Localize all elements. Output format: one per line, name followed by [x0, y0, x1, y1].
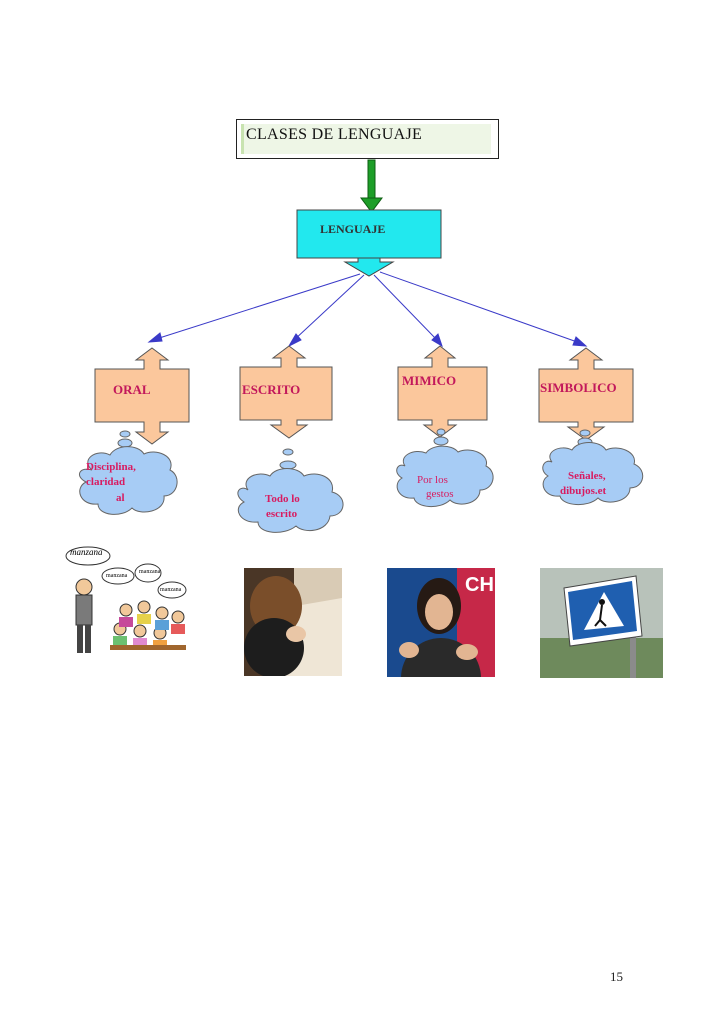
label-oral: ORAL — [113, 382, 151, 397]
label-mimico: MIMICO — [402, 373, 457, 388]
oral-bubble-word-4: manzana — [160, 587, 182, 593]
arrowhead-simbolico — [572, 336, 588, 347]
cloud-simbolico — [542, 429, 644, 505]
node-escrito — [239, 345, 333, 439]
node-mimico — [397, 345, 488, 438]
cloud-oral — [78, 430, 178, 515]
note-escrito-line2: escrito — [266, 508, 298, 520]
oral-bubble-word-2: manzana — [106, 573, 128, 579]
note-simbolico-line2: dibujos.et — [560, 485, 607, 497]
mimico-speaker-image — [387, 568, 495, 677]
oral-bubble-word-1: manzana — [70, 547, 103, 557]
root-label: LENGUAJE — [320, 222, 386, 236]
page-number: 15 — [610, 969, 623, 984]
mimico-backdrop-word: CHIN — [465, 574, 514, 596]
note-simbolico-line1: Señales, — [568, 470, 606, 482]
label-simbolico: SIMBOLICO — [540, 380, 617, 395]
title-to-root-arrow — [360, 159, 383, 213]
diagram-title: CLASES DE LENGUAJE — [246, 126, 423, 143]
note-oral-line2: claridad — [86, 476, 126, 488]
note-escrito-line1: Todo lo — [265, 493, 300, 505]
title-highlight — [241, 124, 491, 154]
root-node — [296, 209, 442, 277]
oral-classroom-image — [64, 545, 192, 665]
connector-arrows — [147, 271, 588, 348]
note-mimico-line2: gestos — [426, 488, 454, 500]
arrowhead-mimico — [431, 333, 443, 348]
note-oral-line1: Disciplina, — [86, 461, 136, 473]
oral-bubble-word-3: manzana — [139, 569, 161, 575]
label-escrito: ESCRITO — [242, 382, 301, 397]
node-oral — [94, 347, 190, 445]
cloud-mimico — [396, 428, 494, 507]
escrito-writing-image — [244, 568, 342, 676]
cloud-escrito — [237, 448, 344, 533]
arrowhead-escrito — [287, 333, 302, 348]
note-mimico-line1: Por los — [417, 474, 448, 486]
note-oral-line3: al — [116, 492, 125, 504]
arrowhead-oral — [147, 332, 163, 343]
simbolico-sign-image — [540, 568, 663, 678]
